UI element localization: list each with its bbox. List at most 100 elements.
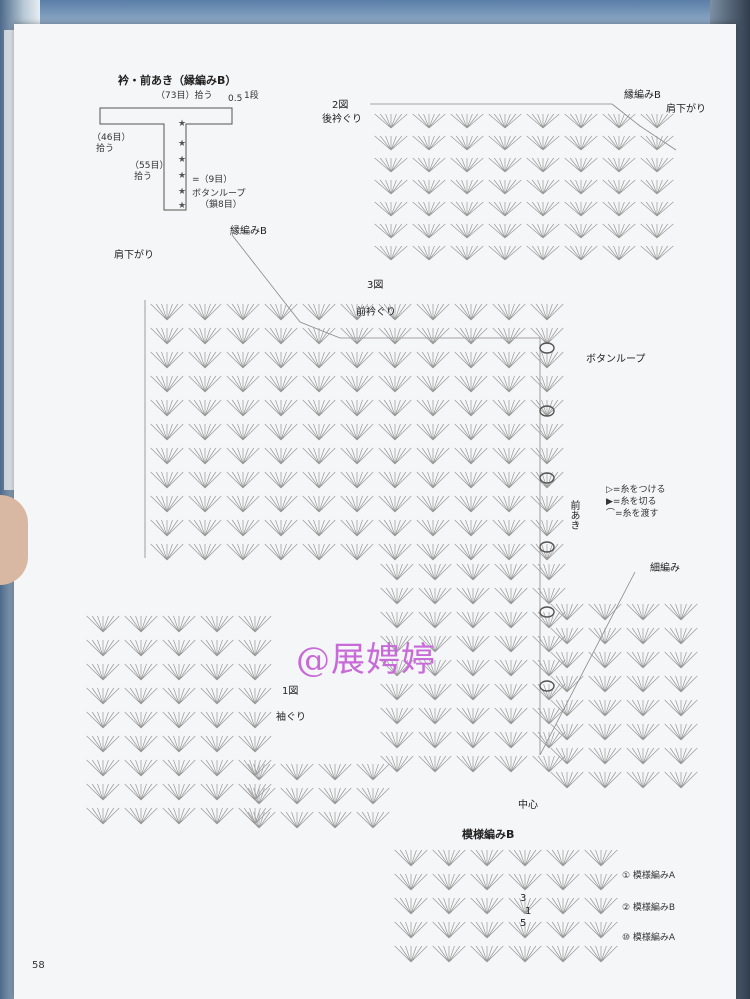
- stitch-fan: [546, 921, 580, 939]
- stitch-fan: [200, 639, 234, 657]
- stitch-fan: [242, 787, 276, 805]
- stitch-fan: [188, 543, 222, 561]
- stitch-fan: [454, 351, 488, 369]
- stitch-fan: [416, 447, 450, 465]
- stitch-fan: [124, 639, 158, 657]
- stitch-fan: [378, 327, 412, 345]
- stitch-fan: [508, 873, 542, 891]
- stitch-fan: [492, 375, 526, 393]
- stitch-fan: [492, 399, 526, 417]
- stitch-fan: [456, 755, 490, 773]
- stitch-fan: [394, 921, 428, 939]
- stitch-fan: [494, 683, 528, 701]
- stitch-fan: [450, 135, 484, 151]
- pattern-b-rep3: 3: [520, 893, 527, 904]
- stitch-fan: [626, 603, 660, 621]
- stitch-fan: [494, 563, 528, 581]
- stitch-fan: [456, 707, 490, 725]
- stitch-fan: [532, 611, 566, 629]
- stitch-fan: [530, 519, 564, 537]
- stitch-fan: [526, 223, 560, 239]
- stitch-fan: [470, 921, 504, 939]
- stitch-fan: [200, 807, 234, 825]
- stitch-fan: [188, 375, 222, 393]
- stitch-fan: [264, 351, 298, 369]
- stitch-fan: [200, 687, 234, 705]
- legend-attach: ▷=糸をつける: [606, 485, 666, 495]
- collar-dim: 0.5: [228, 94, 243, 104]
- stitch-fan: [242, 811, 276, 829]
- stitch-fan: [416, 423, 450, 441]
- pattern-b-row1: ① 模様編みA: [622, 871, 676, 881]
- stitch-fan: [162, 711, 196, 729]
- stitch-fan: [412, 113, 446, 129]
- stitch-fan: [200, 759, 234, 777]
- collar-button-loop: ボタンループ: [192, 189, 246, 199]
- stitch-fan: [432, 897, 466, 915]
- stitch-fan: [242, 763, 276, 781]
- fig2-edge: 縁編みB: [624, 90, 661, 101]
- stitch-fan: [664, 603, 698, 621]
- stitch-fan: [532, 683, 566, 701]
- stitch-fan: [162, 663, 196, 681]
- stitch-fan: [550, 723, 584, 741]
- stitch-fan: [546, 873, 580, 891]
- stitch-fan: [588, 603, 622, 621]
- stitch-fan: [150, 303, 184, 321]
- stitch-fan: [492, 423, 526, 441]
- pattern-b-row3: ⑩ 模様編みA: [622, 933, 676, 943]
- stitch-fan: [602, 157, 636, 173]
- stitch-fan: [86, 783, 120, 801]
- stitch-fan: [124, 807, 158, 825]
- stitch-fan: [124, 687, 158, 705]
- stitch-fan: [374, 157, 408, 173]
- stitch-fan: [340, 351, 374, 369]
- stitch-fan: [588, 771, 622, 789]
- svg-text:★: ★: [178, 139, 186, 149]
- stitch-fan: [640, 135, 674, 151]
- stitch-fan: [664, 699, 698, 717]
- stitch-fan: [494, 707, 528, 725]
- stitch-fan: [584, 849, 618, 867]
- stitch-fan: [200, 615, 234, 633]
- stitch-fan: [602, 135, 636, 151]
- stitch-fan: [264, 375, 298, 393]
- book-page: [14, 24, 736, 999]
- button-loop: [539, 405, 555, 417]
- stitch-fan: [470, 897, 504, 915]
- stitch-fan: [264, 303, 298, 321]
- stitch-fan: [584, 873, 618, 891]
- stitch-fan: [456, 611, 490, 629]
- page-number: 58: [32, 960, 45, 971]
- stitch-fan: [374, 113, 408, 129]
- stitch-fan: [488, 157, 522, 173]
- collar-pick-73: （73目）拾う: [156, 91, 213, 101]
- pattern-b-row2: ② 模様編みB: [622, 903, 676, 913]
- stitch-fan: [626, 723, 660, 741]
- stitch-fan: [264, 423, 298, 441]
- stitch-fan: [530, 471, 564, 489]
- stitch-fan: [664, 723, 698, 741]
- button-loop: [539, 680, 555, 692]
- thumb: [0, 495, 28, 585]
- stitch-fan: [416, 351, 450, 369]
- stitch-fan: [530, 495, 564, 513]
- stitch-fan: [456, 731, 490, 749]
- stitch-fan: [432, 873, 466, 891]
- stitch-fan: [150, 327, 184, 345]
- fig1-label: 袖ぐり: [276, 712, 306, 723]
- stitch-fan: [238, 735, 272, 753]
- stitch-fan: [454, 375, 488, 393]
- stitch-fan: [418, 587, 452, 605]
- stitch-fan: [238, 711, 272, 729]
- fig3-front: 前あき: [568, 500, 579, 530]
- stitch-fan: [150, 399, 184, 417]
- stitch-fan: [602, 201, 636, 217]
- stitch-fan: [150, 351, 184, 369]
- stitch-fan: [412, 223, 446, 239]
- stitch-fan: [492, 495, 526, 513]
- stitch-fan: [640, 157, 674, 173]
- stitch-fan: [526, 201, 560, 217]
- stitch-fan: [124, 663, 158, 681]
- stitch-fan: [550, 627, 584, 645]
